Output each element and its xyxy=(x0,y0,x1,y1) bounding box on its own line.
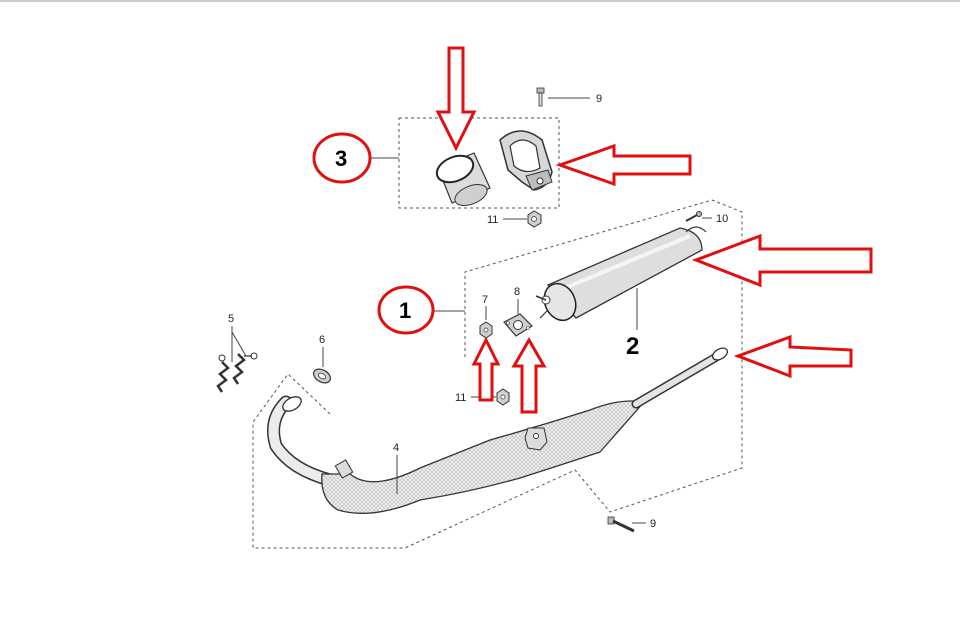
arrow-up-icon xyxy=(511,336,547,414)
label-springs: 5 xyxy=(228,313,234,325)
label-group-1: 1 xyxy=(399,298,411,323)
expansion-pipe-part xyxy=(267,347,729,514)
assembly-3-box xyxy=(398,117,560,209)
arrow-down-icon xyxy=(435,46,477,152)
arrow-left-icon xyxy=(733,334,853,379)
springs-part xyxy=(216,352,258,393)
arrow-left-icon xyxy=(555,143,692,187)
arrow-up-icon xyxy=(471,336,501,402)
nut-small-part xyxy=(479,321,493,339)
muffler-part xyxy=(535,226,707,322)
label-nut-mid: 11 xyxy=(455,392,466,404)
nut-mid-part xyxy=(496,388,510,406)
group-marker-1: 1 xyxy=(377,285,435,335)
label-group-3: 3 xyxy=(335,146,347,171)
label-screw: 10 xyxy=(716,213,728,225)
clamp-bracket-part xyxy=(499,130,553,191)
label-expansion-pipe: 4 xyxy=(393,442,399,454)
silencer-insert-part xyxy=(435,152,491,206)
pipe-group-box xyxy=(252,373,611,549)
bolt-bottom-part xyxy=(607,516,635,533)
arrow-left-icon xyxy=(691,233,873,288)
nut-top-part xyxy=(527,210,542,228)
label-nut-top: 11 xyxy=(487,214,498,226)
label-bolt-bottom: 9 xyxy=(650,518,656,530)
screw-part xyxy=(685,211,702,222)
label-gasket: 8 xyxy=(514,286,520,298)
bolt-top-part xyxy=(536,87,545,107)
gasket-part xyxy=(503,313,533,337)
label-nut-small: 7 xyxy=(482,294,488,306)
label-muffler: 2 xyxy=(626,333,639,360)
washer-part xyxy=(313,368,331,384)
label-washer: 6 xyxy=(319,334,325,346)
group-marker-3: 3 xyxy=(312,132,372,184)
label-bolt-top: 9 xyxy=(596,93,602,105)
